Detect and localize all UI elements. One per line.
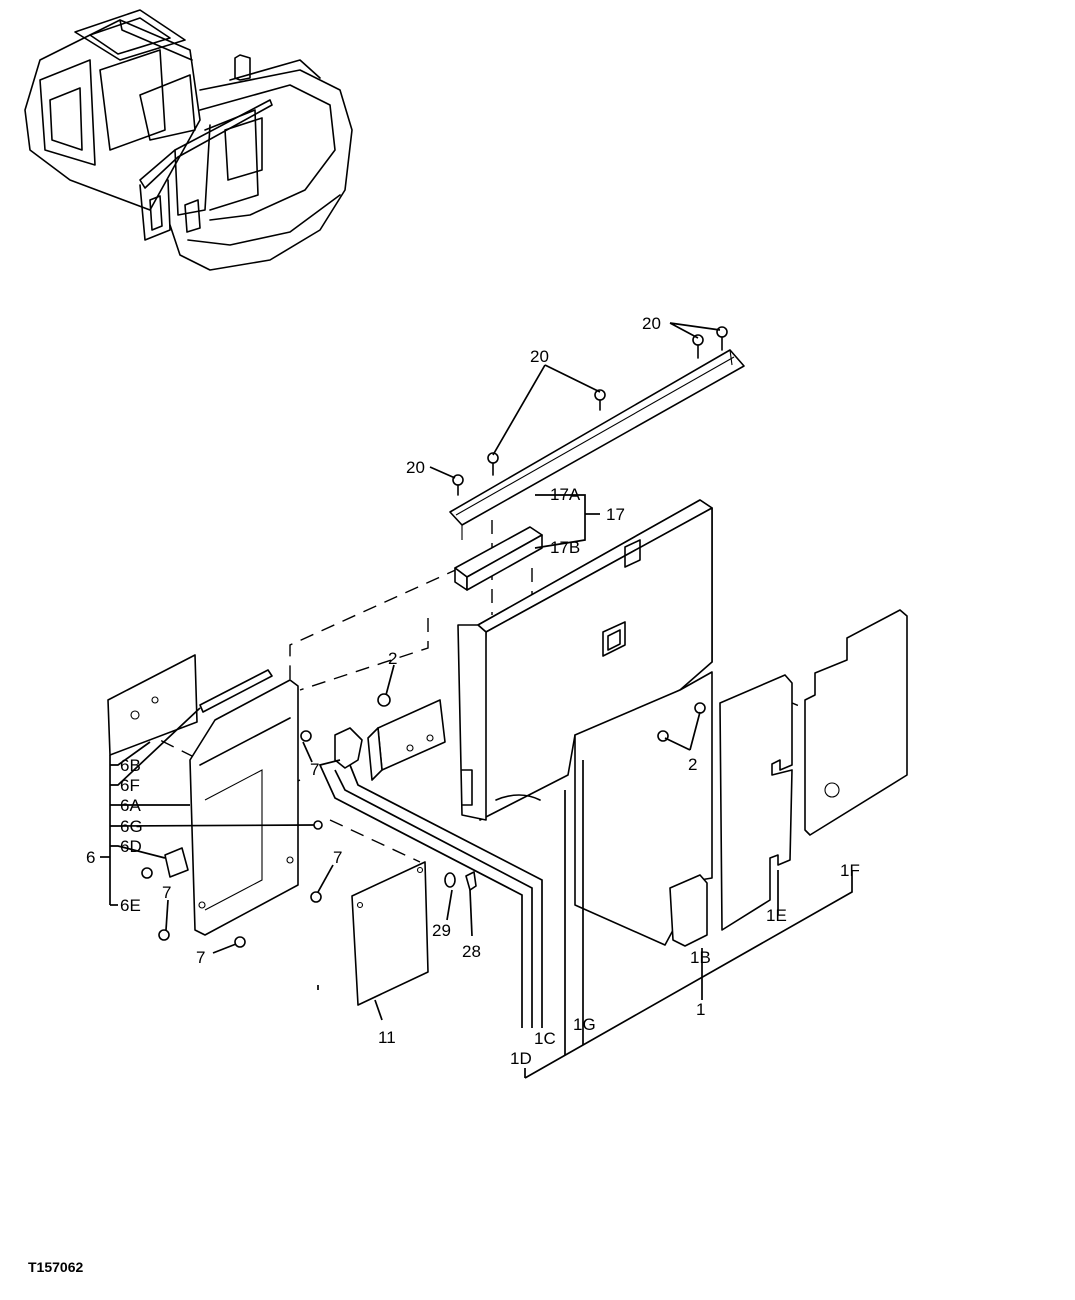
main-panel (477, 499, 713, 821)
pad-1f (804, 609, 908, 836)
callout-2-left: 2 (388, 649, 397, 668)
panel-6a (189, 679, 299, 936)
callout-7-left: 7 (162, 883, 171, 902)
callout-11: 11 (378, 1028, 396, 1047)
callout-labels: 20 20 20 17A 17 17B 2 2 6 6B 6F 6A 6G 6D… (86, 314, 860, 1068)
callout-20-left: 20 (406, 458, 425, 477)
callout-17b: 17B (550, 538, 580, 557)
callout-6e: 6E (120, 896, 141, 915)
callout-2-right: 2 (688, 755, 697, 774)
callout-28: 28 (462, 942, 481, 961)
fastener-bolts (141, 326, 728, 948)
callout-6g: 6G (120, 817, 143, 836)
callout-6f: 6F (120, 776, 140, 795)
callout-6a: 6A (120, 796, 141, 815)
callout-7-right: 7 (333, 848, 342, 867)
excavator-locator-sketch (24, 9, 353, 271)
strip-6f (199, 669, 273, 713)
callout-7-upper: 7 (310, 760, 319, 779)
callout-1: 1 (696, 1000, 705, 1019)
callout-20-mid: 20 (530, 347, 549, 366)
figure-id: T157062 (28, 1259, 83, 1275)
callout-1b: 1B (690, 948, 711, 967)
callout-20-top: 20 (642, 314, 661, 333)
rail-17a (449, 349, 745, 540)
callout-6: 6 (86, 848, 95, 867)
callout-17: 17 (606, 505, 625, 524)
callout-1e: 1E (766, 906, 787, 925)
callout-6b: 6B (120, 756, 141, 775)
callout-29: 29 (432, 921, 451, 940)
cover-11 (351, 861, 429, 1006)
leader-lines (100, 322, 853, 1079)
callout-1c: 1C (534, 1029, 556, 1048)
callout-7-bottom: 7 (196, 948, 205, 967)
callout-1f: 1F (840, 861, 860, 880)
spacer-block-17b (454, 526, 543, 591)
small-block (334, 727, 363, 769)
side-channel (457, 624, 487, 821)
callout-17a: 17A (550, 485, 581, 504)
lower-panel-section (574, 671, 713, 946)
pad-6b (107, 654, 198, 756)
clip-6d (164, 847, 189, 878)
pad-1e (719, 674, 793, 931)
callout-1d: 1D (510, 1049, 532, 1068)
callout-1g: 1G (573, 1015, 596, 1034)
pad-1b (669, 874, 708, 947)
bracket (367, 699, 446, 781)
callout-6d: 6D (120, 837, 142, 856)
